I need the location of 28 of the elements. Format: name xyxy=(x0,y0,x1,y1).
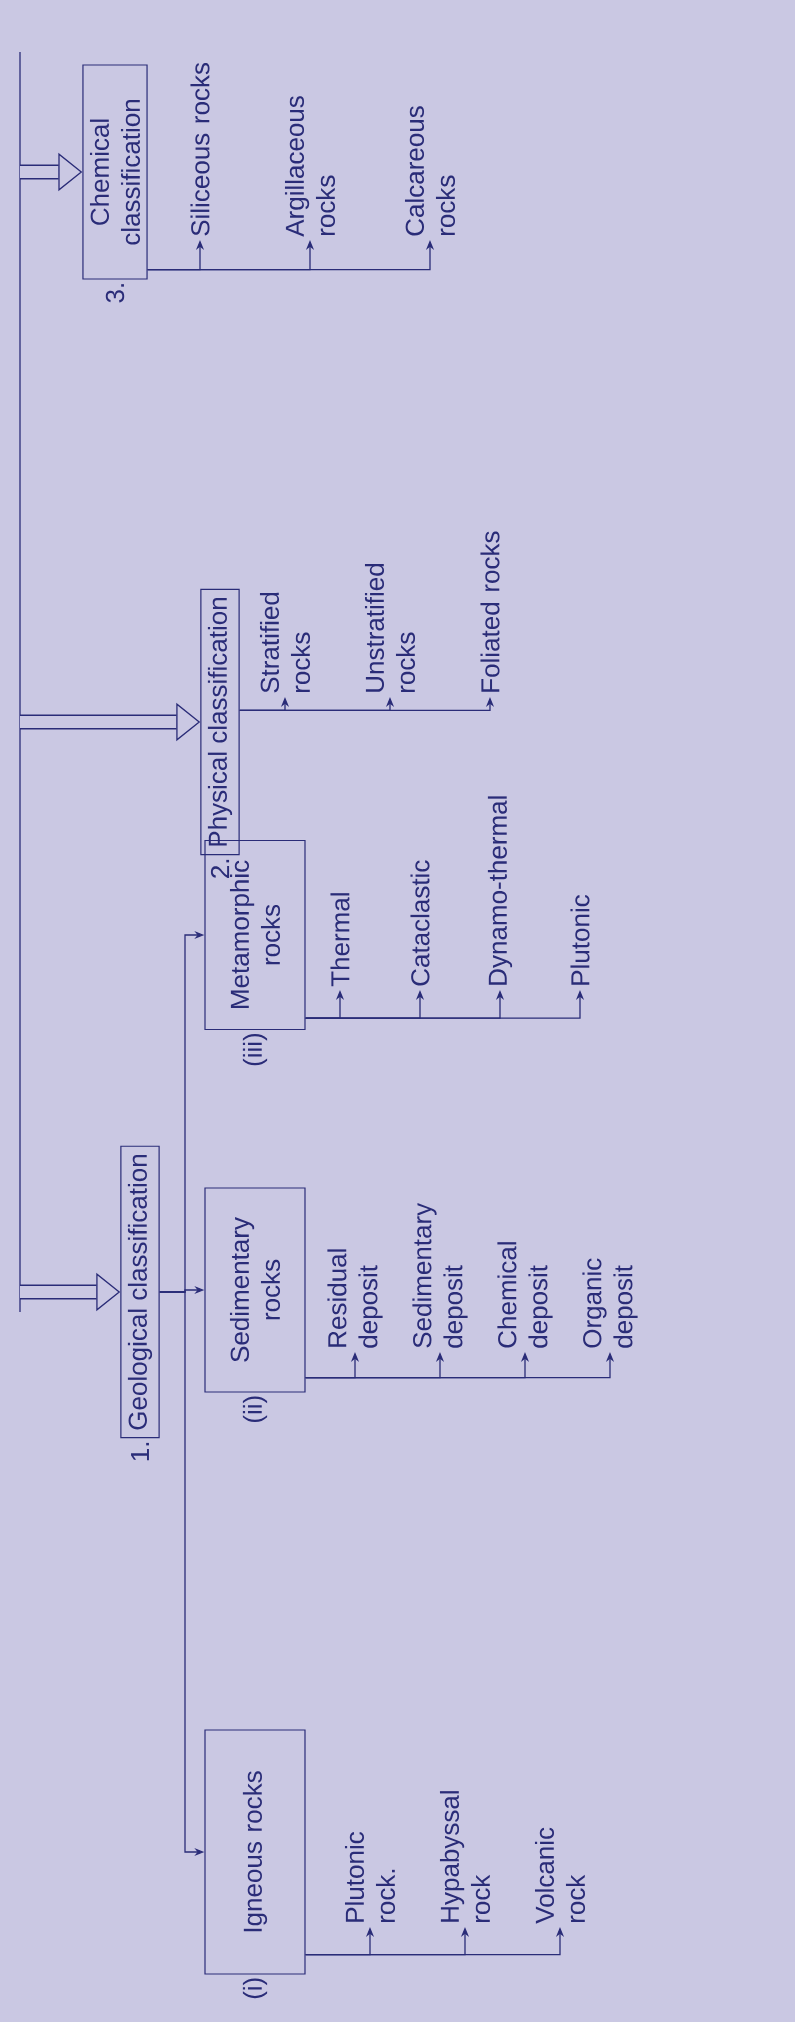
item-number: 3. xyxy=(105,284,125,303)
item-number: (i) xyxy=(242,1978,268,1999)
rock-type-label: Foliated rocks xyxy=(480,531,500,692)
rock-type-label: Organic deposit xyxy=(582,1258,638,1348)
classification-box: Chemical classification xyxy=(82,64,148,280)
item-number: (iii) xyxy=(242,1033,268,1066)
rock-type-label: Hypabyssal rock xyxy=(439,1791,491,1923)
rock-type-label: Argillaceous rocks xyxy=(284,96,336,237)
classification-box: Physical classification xyxy=(200,588,240,856)
rock-type-label: Sedimentary deposit xyxy=(412,1202,468,1348)
item-number: (ii) xyxy=(242,1396,268,1423)
rock-type-label: Plutonic rock. xyxy=(344,1832,396,1923)
rock-type-label: Cataclastic xyxy=(410,860,430,986)
rock-type-label: Thermal xyxy=(330,893,350,987)
rock-type-label: Unstratified rocks xyxy=(364,564,416,693)
rock-type-label: Calcareous rocks xyxy=(404,106,456,236)
rock-group-box: Sedimentary rocks xyxy=(204,1187,306,1393)
classification-box: Geological classification xyxy=(120,1145,160,1439)
rock-type-label: Siliceous rocks xyxy=(190,62,210,236)
rock-type-label: Chemical deposit xyxy=(497,1242,553,1348)
item-number: 1. xyxy=(131,1442,149,1461)
rock-group-box: Igneous rocks xyxy=(204,1729,306,1975)
rock-type-label: Volcanic rock xyxy=(534,1827,586,1924)
rock-type-label: Dynamo-thermal xyxy=(487,796,513,985)
rock-type-label: Stratified rocks xyxy=(259,592,311,693)
rock-type-label: Plutonic xyxy=(570,895,590,985)
rock-type-label: Residual deposit xyxy=(327,1249,383,1348)
item-number: 2. xyxy=(210,859,230,878)
